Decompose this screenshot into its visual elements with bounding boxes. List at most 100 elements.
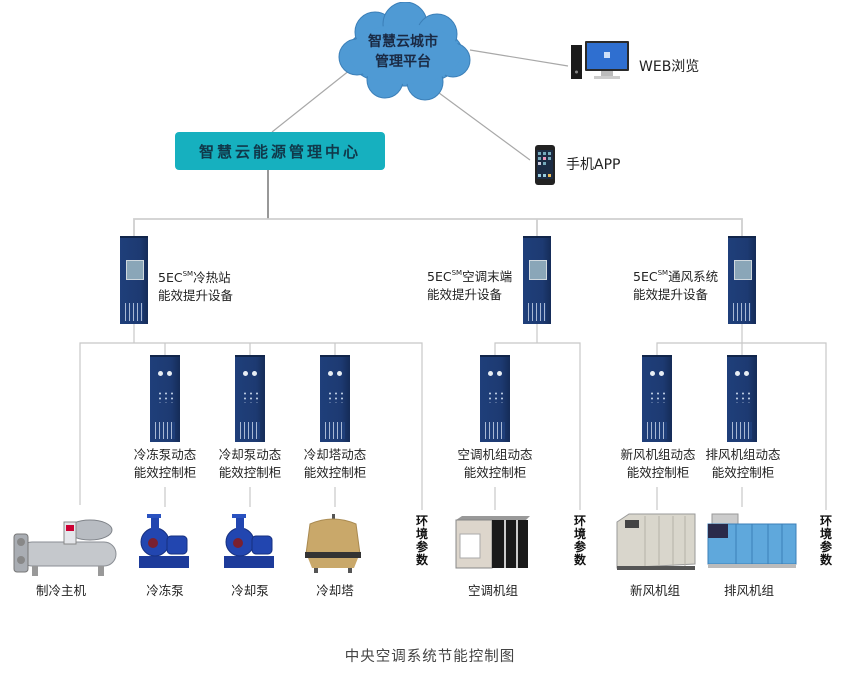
station-title: 通风系统 [668, 269, 719, 284]
cabinet-knob [649, 370, 655, 376]
cabinet-knob [327, 370, 333, 376]
cabinet-screen [529, 260, 547, 280]
cabinet-label-line1: 排风机组动态 [705, 447, 781, 462]
cabinet-knob [242, 370, 248, 376]
env-params-label-3: 环境参数 [819, 515, 833, 567]
cabinet-knob [659, 370, 665, 376]
control-cabinet-cooling-pump [235, 355, 265, 442]
cabinet-indicators [649, 391, 665, 403]
station-prefix: 5EC [427, 269, 452, 284]
cabinet-indicators [157, 391, 173, 403]
control-cabinet-cooling-tower [320, 355, 350, 442]
cloud-platform-label: 智慧云城市 管理平台 [352, 32, 454, 72]
station-prefix: 5EC [633, 269, 658, 284]
cabinet-indicators [734, 391, 750, 403]
cabinet-screen [734, 260, 752, 280]
env-params-text: 环境参数 [819, 514, 832, 567]
energy-management-center-label: 智慧云能源管理中心 [198, 142, 361, 161]
equipment-label-chiller: 制冷主机 [35, 583, 86, 598]
cabinet-knob [337, 370, 343, 376]
cabinet-knob [167, 370, 173, 376]
cabinet-label-line2: 能效控制柜 [626, 465, 690, 480]
control-cabinet-ahu [480, 355, 510, 442]
cabinet-label-ahu: 空调机组动态能效控制柜 [450, 446, 540, 482]
station-label-ac-terminal: 5ECSM空调末端 能效提升设备 [427, 264, 512, 304]
cabinet-vent [240, 421, 260, 439]
cabinet-label-line2: 能效控制柜 [218, 465, 282, 480]
station-sup: SM [451, 269, 463, 277]
cabinet-label-cooling-pump: 冷却泵动态能效控制柜 [210, 446, 290, 482]
fresh-air-unit-icon [616, 513, 696, 570]
exhaust-unit-icon [707, 513, 797, 568]
cabinet-label-line1: 冷却塔动态 [303, 447, 367, 462]
env-params-text: 环境参数 [415, 514, 428, 567]
cloud-platform-icon [338, 2, 471, 101]
cabinet-knob [487, 370, 493, 376]
station-subtitle: 能效提升设备 [427, 287, 503, 302]
cabinet-vent [647, 421, 667, 439]
cloud-line-2: 管理平台 [375, 54, 431, 70]
cabinet-vent [485, 421, 505, 439]
env-params-label-1: 环境参数 [415, 515, 429, 567]
station-title: 冷热站 [193, 270, 231, 285]
web-browse-label: WEB浏览 [639, 59, 700, 75]
station-subtitle: 能效提升设备 [158, 288, 234, 303]
station-title: 空调末端 [462, 269, 513, 284]
cabinet-vent [733, 303, 751, 321]
station-label-ventilation: 5ECSM通风系统 能效提升设备 [633, 264, 718, 304]
cabinet-label-line1: 冷却泵动态 [218, 447, 282, 462]
station-subtitle: 能效提升设备 [633, 287, 709, 302]
env-params-text: 环境参数 [573, 514, 586, 567]
cabinet-indicators [242, 391, 258, 403]
equipment-label-cooling-tower: 冷却塔 [316, 583, 354, 598]
cabinet-indicators [487, 391, 503, 403]
cabinet-vent [732, 421, 752, 439]
cabinet-vent [325, 421, 345, 439]
desktop-computer-icon [571, 41, 629, 79]
pump-icon [224, 514, 274, 568]
cooling-tower-icon [305, 514, 361, 573]
station-cabinet-ventilation [728, 236, 756, 324]
env-params-label-2: 环境参数 [573, 515, 587, 567]
cabinet-label-line1: 空调机组动态 [457, 447, 533, 462]
cabinet-label-fresh-air: 新风机组动态能效控制柜 [614, 446, 702, 482]
cabinet-label-exhaust: 排风机组动态能效控制柜 [699, 446, 787, 482]
cabinet-knob [744, 370, 750, 376]
control-cabinet-chilled-pump [150, 355, 180, 442]
cabinet-vent [528, 303, 546, 321]
cabinet-label-line1: 新风机组动态 [620, 447, 696, 462]
cabinet-knob [157, 370, 163, 376]
cabinet-knob [252, 370, 258, 376]
diagram-caption: 中央空调系统节能控制图 [344, 649, 516, 665]
station-label-cold-hot: 5ECSM冷热站 能效提升设备 [158, 265, 233, 305]
pump-icon [139, 514, 189, 568]
station-sup: SM [182, 270, 194, 278]
chiller-icon [13, 519, 117, 576]
cabinet-indicators [327, 391, 343, 403]
cabinet-label-cooling-tower: 冷却塔动态能效控制柜 [295, 446, 375, 482]
energy-management-center: 智慧云能源管理中心 [175, 132, 385, 170]
mobile-app-label: 手机APP [566, 157, 621, 173]
equipment-label-exhaust: 排风机组 [723, 583, 774, 598]
control-cabinet-exhaust [727, 355, 757, 442]
equipment-label-cooling-pump: 冷却泵 [231, 583, 269, 598]
cabinet-label-line2: 能效控制柜 [711, 465, 775, 480]
equipment-label-fresh-air: 新风机组 [629, 583, 680, 598]
cabinet-label-line2: 能效控制柜 [133, 465, 197, 480]
station-sup: SM [657, 269, 669, 277]
smartphone-icon [535, 145, 555, 185]
cabinet-vent [125, 303, 143, 321]
station-prefix: 5EC [158, 270, 183, 285]
cabinet-vent [155, 421, 175, 439]
station-cabinet-ac-terminal [523, 236, 551, 324]
cabinet-label-line1: 冷冻泵动态 [133, 447, 197, 462]
station-cabinet-cold-hot [120, 236, 148, 324]
cabinet-label-line2: 能效控制柜 [463, 465, 527, 480]
cabinet-label-line2: 能效控制柜 [303, 465, 367, 480]
cloud-line-1: 智慧云城市 [368, 34, 438, 50]
cabinet-screen [126, 260, 144, 280]
cabinet-knob [497, 370, 503, 376]
control-cabinet-fresh-air [642, 355, 672, 442]
air-handling-unit-icon [455, 516, 530, 569]
